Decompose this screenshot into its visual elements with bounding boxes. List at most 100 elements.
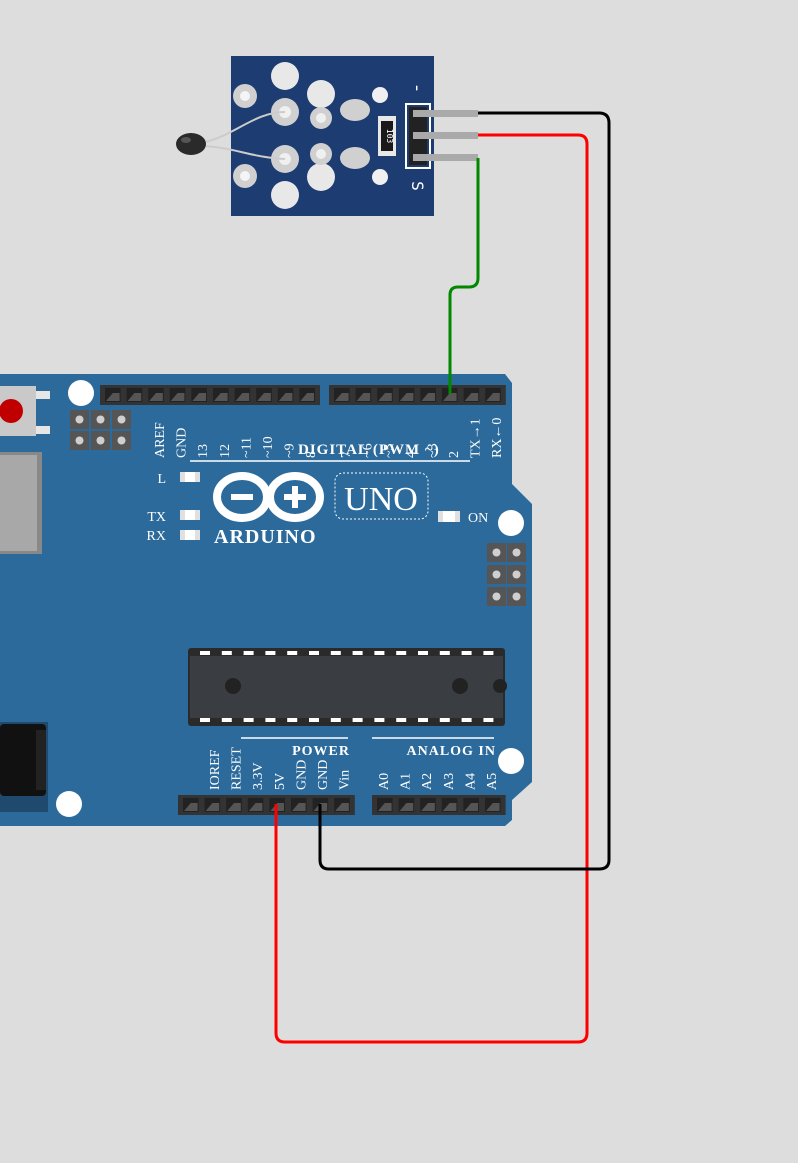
chip-pins [200, 651, 494, 722]
mounting-hole [498, 510, 524, 536]
led-on-lens [443, 511, 455, 522]
header-socket-bevel [235, 393, 250, 401]
sensor-pin-vcc[interactable] [413, 132, 478, 139]
header-socket-bevel [356, 393, 371, 401]
header-socket-bevel [399, 803, 414, 811]
pin-label: ~6 [361, 443, 376, 458]
sensor-pad [307, 80, 335, 108]
pin-label: A4 [463, 773, 478, 790]
led-l-lens [185, 472, 195, 482]
analog-header[interactable] [372, 795, 506, 815]
header-socket-bevel [192, 393, 206, 401]
header-socket-bevel [335, 803, 349, 811]
pin-label: A2 [420, 773, 435, 790]
header-socket-bevel [335, 393, 349, 401]
uno-badge [334, 472, 429, 520]
chip-pin [265, 718, 276, 722]
wires[interactable] [274, 111, 611, 1044]
pin-label: 3.3V [251, 762, 266, 790]
signal-wire[interactable] [448, 158, 480, 394]
icsp-pin [75, 415, 84, 424]
led-tx-label: TX [147, 510, 166, 525]
header-socket-bevel [184, 803, 198, 811]
icsp-pin [492, 548, 501, 557]
analog-title: ANALOG IN [406, 744, 496, 759]
pin-label: Vin [338, 770, 353, 790]
pin-label: ~3 [425, 443, 440, 458]
sensor-pad [340, 99, 370, 121]
chip-pin [439, 718, 450, 722]
pin-label: A3 [442, 773, 457, 790]
chip-dimple [452, 678, 468, 694]
sensor-pad [240, 171, 250, 181]
led-l-label: L [157, 472, 166, 487]
chip-pin [483, 651, 494, 655]
header-body [329, 385, 506, 405]
pin-label: 8 [304, 451, 319, 458]
pin-label: GND [294, 760, 309, 790]
header-socket-bevel [378, 393, 392, 401]
sensor-pad [240, 91, 250, 101]
header-socket-bevel [464, 803, 478, 811]
thermistor-bead [176, 133, 206, 155]
model-text: UNO [344, 481, 418, 518]
header-socket-bevel [486, 393, 500, 401]
chip-pin [221, 718, 232, 722]
chip-pin [396, 651, 407, 655]
reset-button[interactable] [0, 399, 23, 423]
led-on-label: ON [468, 511, 488, 526]
pin-label: 4 [404, 451, 419, 458]
sensor-module[interactable]: 103 - S [176, 56, 478, 216]
thermistor-lead [204, 111, 286, 143]
mounting-hole [56, 791, 82, 817]
sensor-pad [316, 149, 326, 159]
icsp-header-1 [70, 410, 131, 450]
vcc-wire[interactable] [274, 133, 589, 1044]
sensor-pin-minus-label: - [407, 83, 428, 94]
chip-pin [200, 651, 210, 655]
power-header[interactable] [178, 795, 355, 815]
header-socket-bevel [421, 803, 435, 811]
power-jack [0, 724, 46, 796]
icsp-pin [117, 436, 126, 445]
pin-label: IOREF [208, 749, 223, 790]
header-socket-bevel [464, 393, 479, 401]
header-socket-bevel [378, 803, 392, 811]
icsp-pin [512, 548, 521, 557]
header-socket-bevel [214, 393, 228, 401]
pin-label: 5V [273, 773, 288, 790]
thermistor-highlight [181, 137, 191, 143]
sensor-pin-gnd[interactable] [413, 110, 478, 117]
header-socket-bevel [399, 393, 414, 401]
logo-right-ring [266, 472, 324, 522]
pin-label: ~5 [382, 443, 397, 458]
usb-connector-face [0, 455, 37, 551]
chip-pin [396, 718, 407, 722]
pin-label: ~11 [239, 437, 254, 458]
sensor-pad [271, 62, 299, 90]
header-socket-bevel [278, 393, 293, 401]
sensor-pad [372, 87, 388, 103]
pin-label: TX→1 [469, 418, 484, 458]
sensor-pin-signal[interactable] [413, 154, 478, 161]
pin-label: A5 [485, 773, 500, 790]
chip-pin [374, 718, 385, 722]
pin-label: 13 [196, 444, 211, 458]
pin-label: GND [175, 428, 190, 458]
digital-header-right[interactable] [329, 385, 506, 405]
digital-header-left[interactable] [100, 385, 320, 405]
atmega-chip [190, 656, 503, 718]
resistor-body [381, 121, 393, 151]
pin-label: 12 [218, 444, 233, 458]
minus-icon [231, 494, 253, 500]
gnd-wire[interactable] [318, 111, 611, 871]
resistor-code: 103 [385, 129, 394, 144]
digital-title: DIGITAL (PWM ~) [298, 442, 440, 458]
chip-pin [330, 718, 341, 722]
chip-pin [461, 651, 472, 655]
pin-label: A1 [399, 773, 414, 790]
icsp-pin [117, 415, 126, 424]
